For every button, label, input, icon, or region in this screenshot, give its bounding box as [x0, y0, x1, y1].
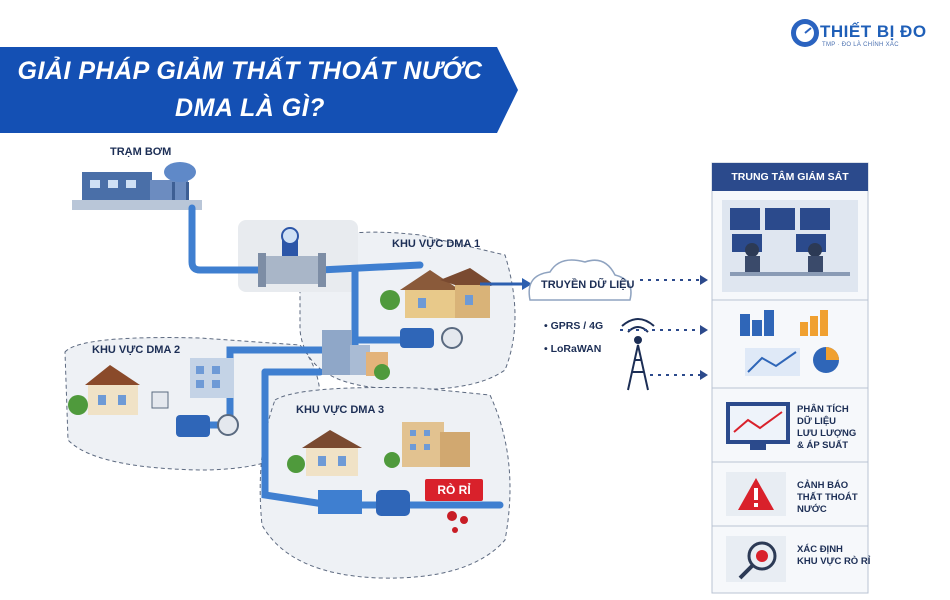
analysis-line3: LƯU LƯỢNG: [797, 428, 857, 439]
monitoring-room-icon: [722, 200, 858, 292]
method-lorawan: • LoRaWAN: [544, 343, 602, 355]
logo-gauge-icon: [791, 19, 819, 47]
dma2-meter-icon: [176, 414, 239, 437]
logo-name: THIẾT BỊ ĐO: [820, 22, 927, 41]
leak-drops-icon: [447, 511, 468, 533]
dma2-label: KHU VỰC DMA 2: [92, 344, 181, 356]
locate-text: XÁC ĐỊNH KHU VỰC RÒ RỈ: [797, 544, 870, 568]
alert-line3: NƯỚC: [797, 504, 827, 515]
dotted-arrows: [620, 279, 700, 376]
locate-line1: XÁC ĐỊNH: [797, 544, 843, 555]
alert-line2: THẤT THOÁT: [797, 492, 858, 503]
pump-station-label: TRẠM BƠM: [110, 146, 172, 158]
alert-line1: CẢNH BÁO: [797, 480, 849, 491]
page-title-line2: DMA LÀ GÌ?: [175, 94, 325, 122]
analysis-text: PHÂN TÍCH DỮ LIỆU LƯU LƯỢNG & ÁP SUẤT: [797, 404, 856, 452]
magnifier-map-icon: [726, 536, 786, 582]
pump-station-icon: [72, 162, 202, 210]
locate-line2: KHU VỰC RÒ RỈ: [797, 556, 871, 567]
dma2-zone-background: [64, 337, 321, 471]
leak-badge: RÒ RỈ: [425, 479, 483, 501]
alert-text: CẢNH BÁO THẤT THOÁT NƯỚC: [797, 480, 858, 516]
radio-tower-icon: [621, 318, 655, 391]
monitoring-title: TRUNG TÂM GIÁM SÁT: [712, 163, 868, 191]
dma3-building-icon: [384, 422, 470, 468]
method-gprs-label: GPRS / 4G: [550, 320, 604, 332]
dma3-meter-icon: [318, 490, 410, 516]
page-title: GIẢI PHÁP GIẢM THẤT THOÁT NƯỚC DMA LÀ GÌ…: [0, 53, 500, 127]
method-lorawan-label: LoRaWAN: [550, 343, 602, 355]
method-gprs: • GPRS / 4G: [544, 320, 604, 332]
cloud-label: TRUYỀN DỮ LIỆU: [541, 279, 635, 291]
dma1-building-icon: [322, 330, 390, 380]
dma1-meter-icon: [400, 327, 463, 349]
analysis-line1: PHÂN TÍCH: [797, 404, 849, 415]
dma2-building-icon: [190, 358, 234, 398]
charts-icon: [740, 310, 839, 376]
analysis-monitor-icon: [726, 402, 790, 450]
cloud-icon: [528, 259, 632, 301]
dma3-house-icon: [287, 430, 362, 476]
analysis-line4: & ÁP SUẤT: [797, 440, 849, 451]
page-title-line1: GIẢI PHÁP GIẢM THẤT THOÁT NƯỚC: [17, 57, 483, 85]
logo-tagline: TMP · ĐO LÀ CHÍNH XÁC: [822, 42, 899, 48]
warning-icon: [726, 472, 786, 516]
analysis-line2: DỮ LIỆU: [797, 416, 837, 427]
dma2-house-icon: [68, 365, 169, 415]
dma3-label: KHU VỰC DMA 3: [296, 404, 385, 416]
title-banner: [0, 47, 518, 133]
dma1-label: KHU VỰC DMA 1: [392, 238, 481, 250]
main-flow-meter-icon: [258, 227, 326, 287]
